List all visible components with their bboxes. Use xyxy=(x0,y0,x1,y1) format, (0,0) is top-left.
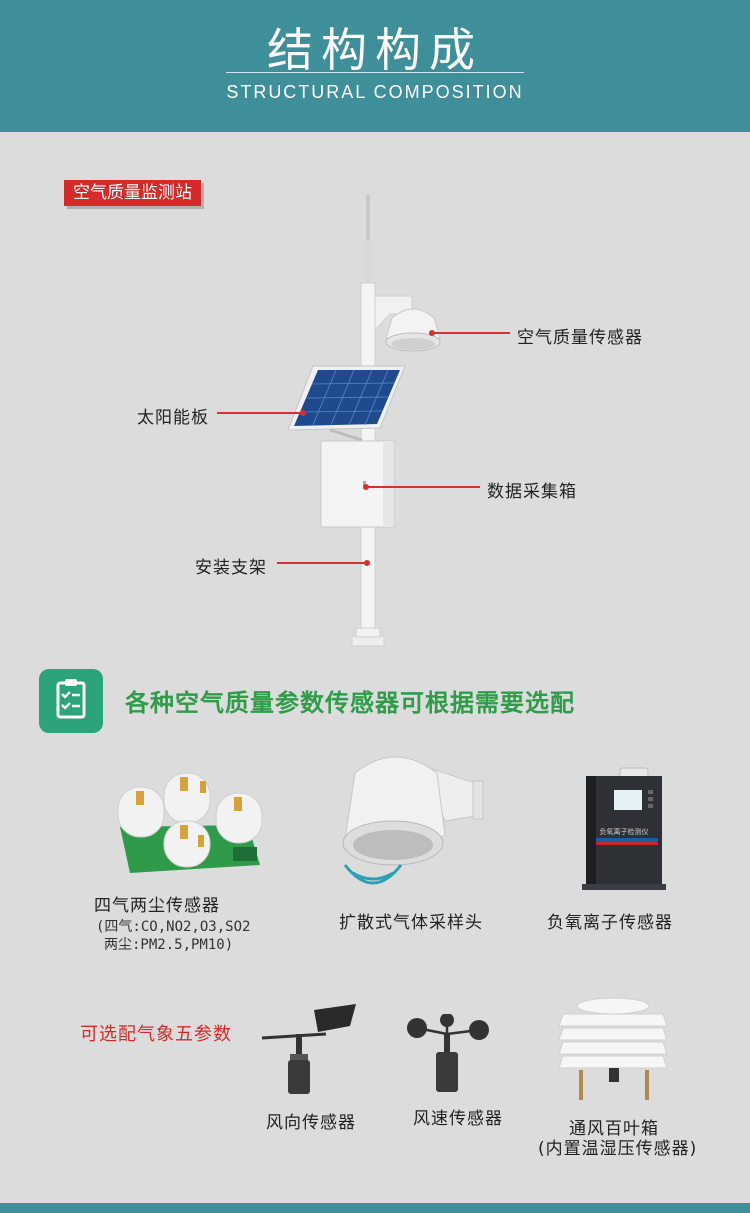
anion-sensor-label: 负氧离子传感器 xyxy=(547,913,673,933)
wind-speed-label: 风速传感器 xyxy=(413,1109,503,1129)
header-divider xyxy=(226,72,524,73)
louver-box-label: 通风百叶箱 xyxy=(569,1119,659,1139)
air-sensor-icon xyxy=(385,308,441,352)
louver-box-detail: (内置温湿压传感器) xyxy=(538,1139,698,1159)
wind-direction-icon xyxy=(261,1004,356,1094)
louver-box-icon xyxy=(558,997,668,1100)
anion-sensor-icon: 负氧离子检测仪 xyxy=(582,767,666,890)
solar-panel-label: 太阳能板 xyxy=(137,408,209,428)
data-box-label: 数据采集箱 xyxy=(487,482,577,502)
data-box-leader xyxy=(363,484,480,490)
checklist-icon xyxy=(39,669,103,733)
four-gas-sensor-icon xyxy=(117,772,263,873)
solar-panel-icon xyxy=(287,365,406,442)
wind-speed-icon xyxy=(407,1014,489,1092)
optional-weather-note: 可选配气象五参数 xyxy=(80,1024,232,1045)
anion-device-label: 负氧离子检测仪 xyxy=(600,827,649,836)
bracket-label: 安装支架 xyxy=(195,558,267,578)
diffusion-head-icon xyxy=(342,756,484,885)
lightning-rod-icon xyxy=(364,195,372,290)
wind-direction-label: 风向传感器 xyxy=(266,1113,356,1133)
four-gas-detail-gases: (四气:CO,NO2,O3,SO2 xyxy=(96,919,251,935)
station-tag: 空气质量监测站 xyxy=(64,180,201,206)
bracket-leader xyxy=(277,560,370,566)
four-gas-detail-dust: 两尘:PM2.5,PM10) xyxy=(104,937,234,953)
diffusion-head-label: 扩散式气体采样头 xyxy=(339,913,483,933)
station-illustration xyxy=(287,195,441,647)
four-gas-sensor-label: 四气两尘传感器 xyxy=(94,896,220,916)
optional-sensors-heading: 各种空气质量参数传感器可根据需要选配 xyxy=(125,689,575,717)
page-subtitle: STRUCTURAL COMPOSITION xyxy=(226,82,524,102)
air-sensor-leader xyxy=(429,330,510,336)
page-title: 结构构成 xyxy=(267,23,483,77)
air-sensor-label: 空气质量传感器 xyxy=(517,328,643,348)
footer-bar xyxy=(0,1203,750,1213)
data-box-icon xyxy=(320,440,395,528)
solar-panel-leader xyxy=(217,410,306,416)
header-banner: 结构构成 STRUCTURAL COMPOSITION xyxy=(0,0,750,132)
